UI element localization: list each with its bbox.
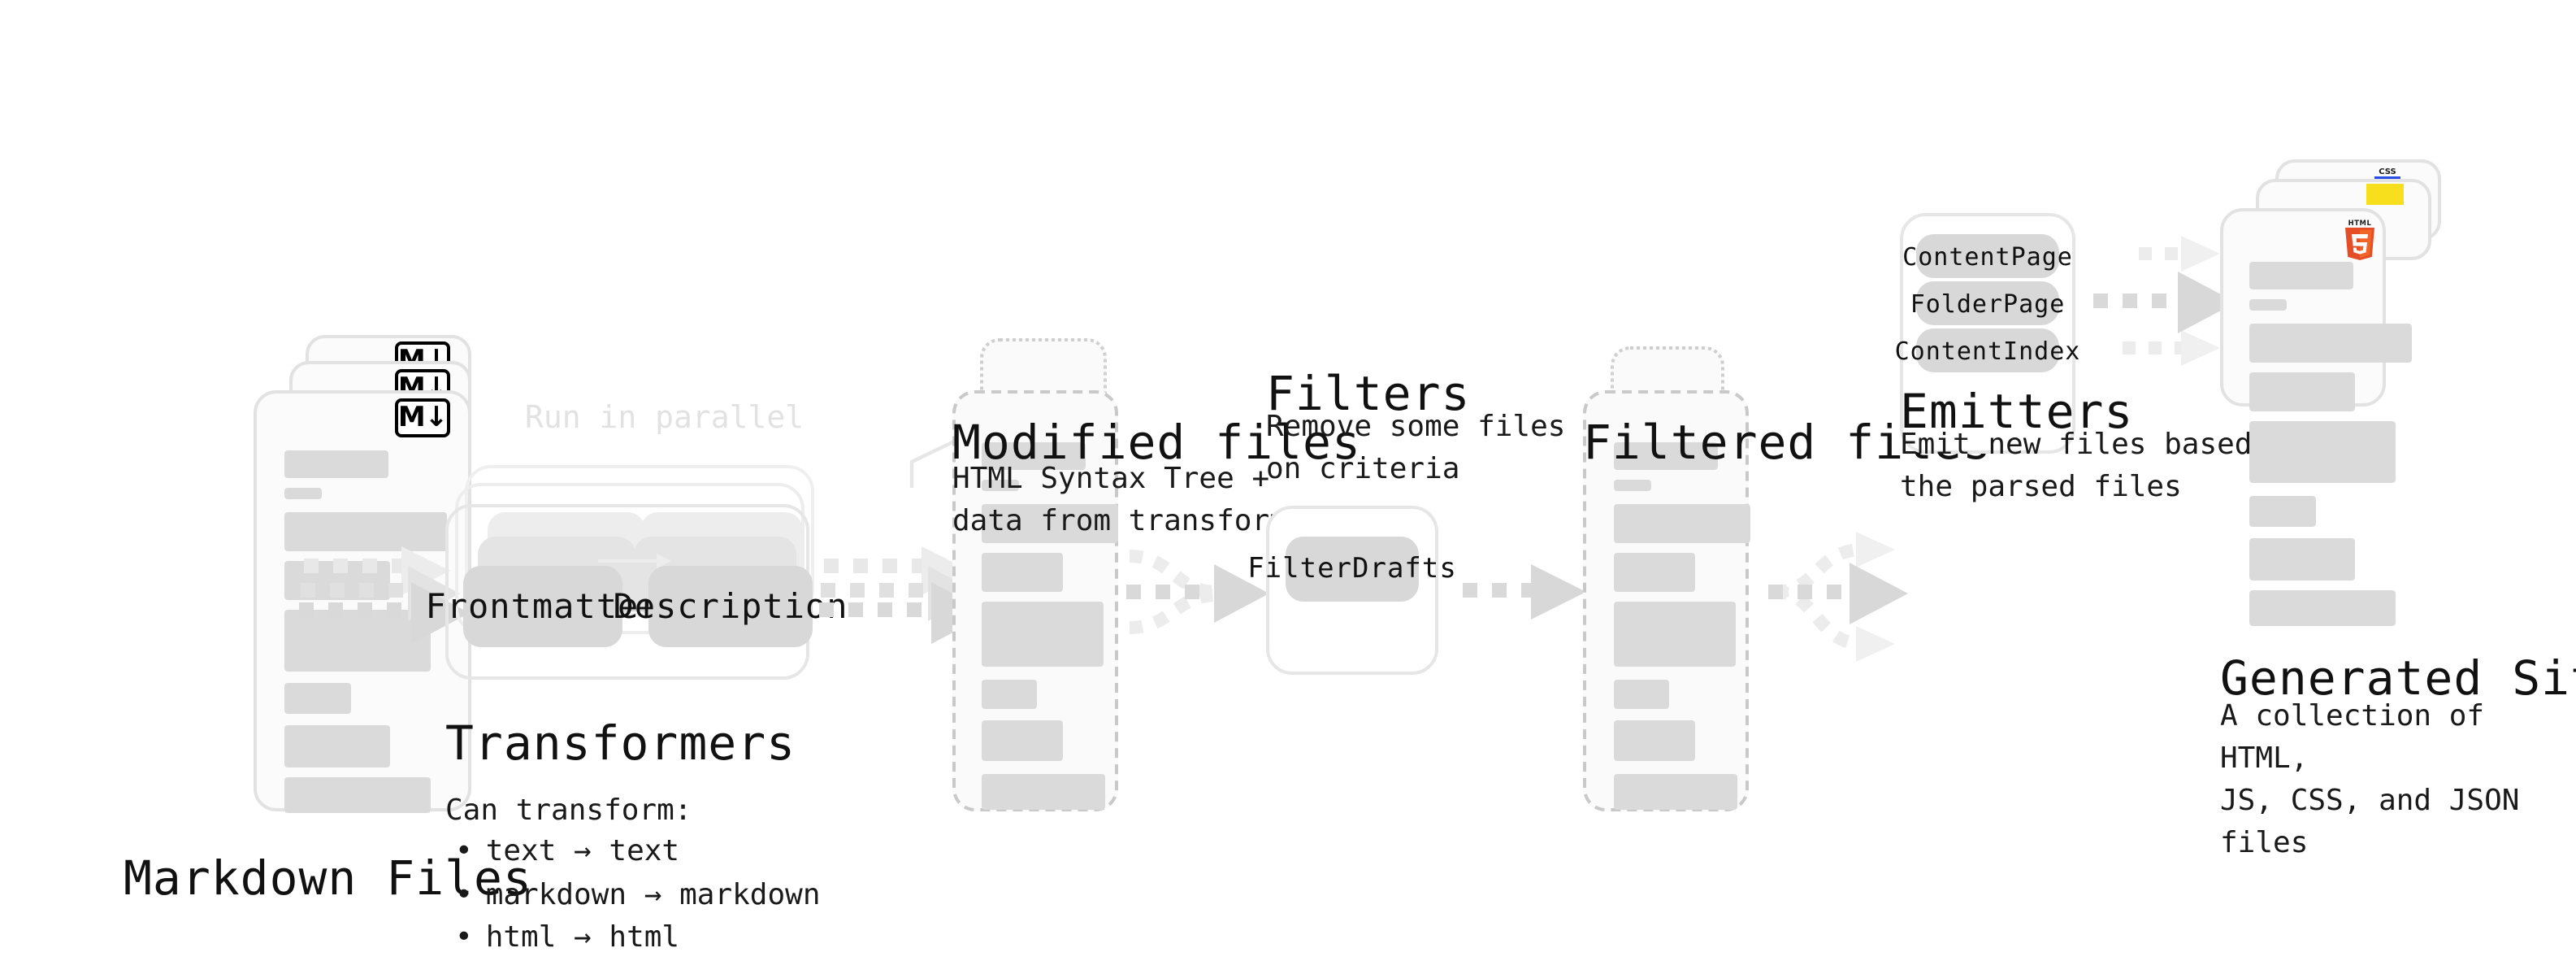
connector-filters-to-filtered xyxy=(1463,564,1586,620)
doc-line xyxy=(2249,299,2287,311)
doc-line xyxy=(1614,504,1750,543)
doc-line xyxy=(982,553,1063,592)
connector-modified-to-filters xyxy=(1126,550,1269,634)
generated-site-subtitle: A collection of HTML, JS, CSS, and JSON … xyxy=(2220,699,2520,861)
doc-line xyxy=(2249,590,2396,626)
chip-label: ContentIndex xyxy=(1894,336,2081,365)
filters-title: Filters xyxy=(1266,366,1471,421)
html5-logo-icon: HTML xyxy=(2345,219,2374,260)
chip-label: Frontmatter xyxy=(425,587,661,626)
run-in-parallel-label: Run in parallel xyxy=(525,400,804,436)
filter-chip-filterdrafts[interactable]: FilterDrafts xyxy=(1247,537,1456,602)
transformer-chip-frontmatter[interactable]: Frontmatter xyxy=(425,566,660,647)
transformers-title: Transformers xyxy=(445,715,796,771)
svg-text:HTML: HTML xyxy=(2348,219,2372,227)
chip-label: ContentPage xyxy=(1902,241,2073,271)
js-badge-icon xyxy=(2366,184,2404,205)
doc-line xyxy=(982,442,1086,470)
connector-filtered-to-emitters xyxy=(1768,532,1908,662)
transformers-bullet-list: text → text markdown → markdown html → h… xyxy=(445,831,821,961)
emitters-title: Emitters xyxy=(1900,384,2134,439)
doc-line xyxy=(284,610,431,672)
doc-line xyxy=(982,774,1105,810)
doc-line xyxy=(2249,262,2353,289)
emitters-subtitle: Emit new files based on the parsed files xyxy=(1900,428,2305,505)
doc-line xyxy=(982,602,1104,667)
emitter-chip-contentpage[interactable]: ContentPage xyxy=(1902,234,2072,278)
doc-line xyxy=(284,488,322,499)
markdown-badge-icon: M↓ xyxy=(395,398,450,437)
doc-line xyxy=(2249,421,2396,483)
doc-line xyxy=(982,504,1118,543)
emitter-chip-folderpage[interactable]: FolderPage xyxy=(1910,281,2064,325)
doc-line xyxy=(1614,602,1736,667)
doc-line xyxy=(2249,538,2355,581)
emitter-chip-contentindex[interactable]: ContentIndex xyxy=(1895,328,2079,372)
doc-line xyxy=(982,480,1019,491)
pipeline-diagram: M↓ M↓ M↓ Markdown Files Run xyxy=(0,0,2576,681)
doc-line xyxy=(1614,720,1695,761)
doc-line xyxy=(1614,553,1695,592)
doc-line xyxy=(284,777,431,813)
bullet-item: markdown → markdown xyxy=(445,874,821,917)
doc-line xyxy=(284,450,388,478)
doc-line xyxy=(982,680,1037,709)
chip-label: FilterDrafts xyxy=(1247,553,1457,585)
bullet-item: text → text xyxy=(445,831,821,874)
transformer-chip-description[interactable]: Description xyxy=(613,566,848,647)
doc-line xyxy=(2249,324,2412,363)
connector-md-to-transformers xyxy=(299,546,470,644)
doc-line xyxy=(1614,442,1718,470)
doc-line xyxy=(284,725,390,767)
doc-line xyxy=(1614,774,1737,810)
doc-line xyxy=(2249,372,2355,411)
doc-line xyxy=(284,512,447,551)
doc-line xyxy=(982,720,1063,761)
chip-label: FolderPage xyxy=(1910,289,2066,318)
svg-text:CSS: CSS xyxy=(2379,167,2396,176)
doc-line xyxy=(1614,680,1669,709)
modified-files-title: Modified files xyxy=(952,415,1361,470)
doc-line xyxy=(1614,480,1651,491)
doc-line xyxy=(284,683,351,714)
chip-label: Description xyxy=(613,587,848,626)
transformer-panel-mid xyxy=(455,483,804,634)
transformer-panel-back xyxy=(465,465,814,616)
connector-emitters-to-site xyxy=(2093,236,2236,366)
css-badge-icon: CSS xyxy=(2374,167,2400,181)
doc-line xyxy=(2249,496,2316,527)
bullet-item: html → html xyxy=(445,918,821,961)
transformers-subtitle: Can transform: xyxy=(445,794,692,828)
